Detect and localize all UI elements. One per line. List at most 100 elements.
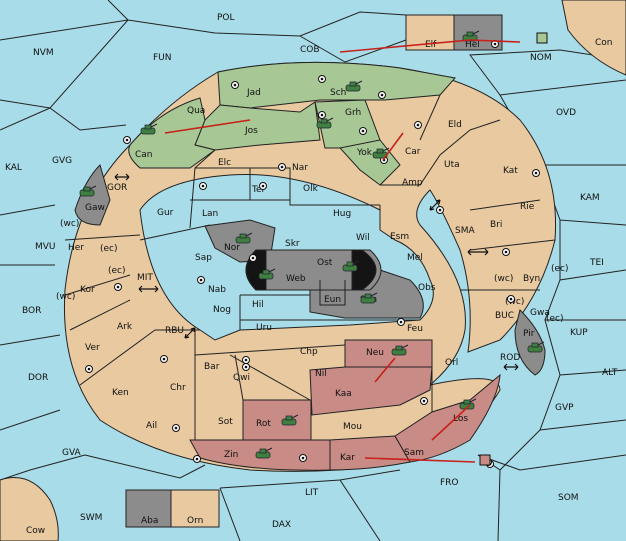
land-label-yok: Yok bbox=[356, 148, 373, 158]
land-label-aba: Aba bbox=[141, 516, 158, 526]
region-aba[interactable] bbox=[125, 489, 172, 528]
unit-barrel bbox=[89, 185, 97, 190]
region-cow[interactable] bbox=[0, 477, 59, 541]
land-label-sch: Sch bbox=[330, 88, 346, 98]
supply-center-dot bbox=[87, 367, 91, 371]
land-label-qwi: Qwi bbox=[233, 373, 250, 383]
unit-turret bbox=[144, 124, 152, 130]
land-label-hug: Hug bbox=[333, 209, 351, 219]
sea-label-gvg: GVG bbox=[52, 156, 72, 166]
strait-arrow bbox=[114, 173, 130, 181]
strait-arrow bbox=[138, 285, 159, 293]
coast-label: (ec) bbox=[551, 264, 569, 274]
land-label-kar: Kar bbox=[340, 453, 355, 463]
region-can[interactable] bbox=[128, 97, 217, 169]
land-label-uru: Uru bbox=[256, 323, 272, 333]
supply-center-dot bbox=[233, 83, 237, 87]
army-unit-icon[interactable] bbox=[360, 292, 378, 304]
unit-turret bbox=[346, 261, 354, 267]
army-unit-icon[interactable] bbox=[255, 447, 273, 459]
army-unit-icon[interactable] bbox=[79, 185, 97, 197]
sea-label-tei: TEI bbox=[589, 258, 604, 268]
sea-label-rbu: RBU bbox=[165, 326, 184, 336]
region-sam-los[interactable] bbox=[394, 373, 501, 463]
land-label-nab: Nab bbox=[208, 285, 226, 295]
sea-label-nom: NOM bbox=[530, 53, 552, 63]
land-label-rie: Rie bbox=[520, 202, 535, 212]
unit-barrel bbox=[537, 341, 545, 346]
land-label-ark: Ark bbox=[117, 322, 133, 332]
land-label-grh: Grh bbox=[345, 108, 361, 118]
land-label-gaw: Gaw bbox=[85, 203, 105, 213]
land-label-orn: Orn bbox=[187, 516, 203, 526]
units bbox=[79, 30, 548, 466]
order-arrow bbox=[431, 404, 471, 441]
land-label-amp: Amp bbox=[402, 178, 423, 188]
unit-barrel bbox=[265, 447, 273, 452]
land-label-rot: Rot bbox=[256, 419, 271, 429]
supply-center-dot bbox=[399, 320, 403, 324]
coast-label: (wc) bbox=[494, 274, 513, 284]
army-unit-icon[interactable] bbox=[258, 268, 276, 280]
army-unit-icon[interactable] bbox=[342, 260, 360, 272]
region-orn[interactable] bbox=[170, 489, 220, 528]
order-arrow bbox=[382, 132, 404, 161]
sea-label-mit: MIT bbox=[137, 273, 153, 283]
order-arrow bbox=[339, 39, 471, 53]
land-label-skr: Skr bbox=[285, 239, 300, 249]
sea-label-gva: GVA bbox=[62, 448, 82, 458]
coast-label: (ec) bbox=[100, 244, 118, 254]
army-unit-icon[interactable] bbox=[527, 341, 545, 353]
land-label-kor: Kor bbox=[80, 285, 95, 295]
region-yok[interactable] bbox=[339, 139, 401, 186]
supply-center-dot bbox=[320, 113, 324, 117]
unit-barrel bbox=[401, 344, 409, 349]
land-label-jad: Jad bbox=[246, 88, 261, 98]
land-label-web: Web bbox=[286, 274, 306, 284]
land-label-kat: Kat bbox=[503, 166, 518, 176]
land-label-nar: Nar bbox=[292, 163, 308, 173]
unit-turret bbox=[463, 399, 471, 405]
army-unit-icon[interactable] bbox=[281, 414, 299, 426]
sea-label-dax: DAX bbox=[272, 520, 291, 530]
unit-barrel bbox=[150, 123, 158, 128]
land-label-sap: Sap bbox=[195, 253, 212, 263]
army-unit-icon[interactable] bbox=[235, 232, 253, 244]
unit-barrel bbox=[352, 260, 360, 265]
land-label-hil: Hil bbox=[252, 300, 264, 310]
supply-center-dot bbox=[201, 184, 205, 188]
region-rot[interactable] bbox=[242, 399, 312, 441]
unit-barrel bbox=[291, 414, 299, 419]
unit-turret bbox=[531, 342, 539, 348]
unit-barrel bbox=[382, 147, 390, 152]
land-label-eld: Eld bbox=[448, 120, 462, 130]
region-kaa[interactable] bbox=[309, 366, 433, 416]
strait-arrow bbox=[184, 327, 196, 339]
region-sch-jad[interactable] bbox=[217, 61, 456, 109]
land-label-chp: Chp bbox=[300, 347, 318, 357]
sea-label-fun: FUN bbox=[153, 53, 172, 63]
land-label-sot: Sot bbox=[218, 417, 233, 427]
land-label-mel: Mel bbox=[407, 253, 423, 263]
coast-label: (wc) bbox=[56, 292, 75, 302]
supply-centers bbox=[85, 40, 540, 468]
supply-center-dot bbox=[280, 165, 284, 169]
army-unit-icon[interactable] bbox=[391, 344, 409, 356]
army-unit-icon[interactable] bbox=[140, 123, 158, 135]
region-pir[interactable] bbox=[514, 309, 546, 376]
land-label-nil: Nil bbox=[315, 369, 327, 379]
sea-label-cow: Cow bbox=[26, 526, 45, 536]
unit-barrel bbox=[245, 232, 253, 237]
army-unit-icon[interactable] bbox=[345, 80, 363, 92]
land-labels: Elf Hel Jad Sch Qua Jos Grh Eld Can Yok … bbox=[68, 40, 550, 526]
supply-center-dot bbox=[416, 123, 420, 127]
unit-turret bbox=[349, 81, 357, 87]
order-arrow bbox=[469, 39, 521, 43]
order-arrow bbox=[364, 457, 476, 463]
sea-label-rod: ROD bbox=[500, 353, 520, 363]
supply-center-dot bbox=[244, 358, 248, 362]
sea-label-sma: SMA bbox=[455, 226, 475, 236]
region-neu[interactable] bbox=[344, 339, 433, 368]
army-unit-icon[interactable] bbox=[316, 117, 334, 129]
army-unit-icon[interactable] bbox=[459, 398, 477, 410]
